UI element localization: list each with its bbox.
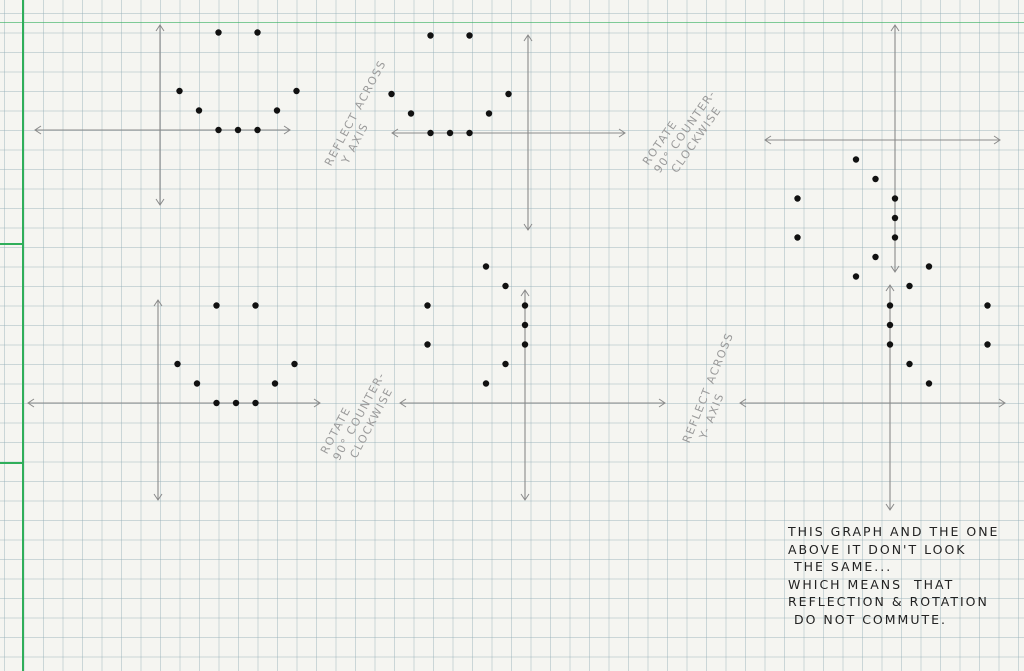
data-point (273, 107, 281, 114)
data-point (424, 341, 431, 348)
data-point (466, 129, 473, 137)
x-axis-arrow-icon (34, 125, 42, 135)
y-axis-arrow-icon (885, 284, 895, 292)
data-point (984, 341, 991, 348)
data-point (925, 380, 933, 387)
data-point (502, 360, 509, 368)
x-axis-arrow-icon (391, 128, 399, 138)
y-axis-arrow-icon (153, 299, 163, 307)
data-point (485, 110, 493, 117)
data-point (446, 129, 454, 137)
data-point (925, 263, 933, 270)
top-margin-line (0, 22, 1024, 23)
conclusion-line: WHICH MEANS THAT (788, 576, 955, 592)
data-point (271, 380, 279, 387)
data-point (427, 32, 434, 39)
x-axis-arrow-icon (993, 135, 1001, 145)
conclusion-line: DO NOT COMMUTE. (788, 611, 948, 627)
margin-line (22, 0, 24, 671)
x-axis-arrow-icon (658, 398, 666, 408)
y-axis-arrow-icon (153, 493, 163, 501)
y-axis-arrow-icon (520, 493, 530, 501)
data-point (505, 90, 512, 98)
x-axis-arrow-icon (283, 125, 291, 135)
data-point (891, 234, 899, 241)
y-axis-arrow-icon (155, 24, 165, 32)
data-point (291, 360, 298, 368)
data-point (195, 107, 203, 114)
data-point (254, 29, 261, 36)
data-point (521, 321, 529, 329)
data-point (213, 399, 220, 407)
x-axis-arrow-icon (313, 398, 321, 408)
x-axis-arrow-icon (998, 398, 1006, 408)
data-point (176, 87, 183, 95)
y-axis-arrow-icon (890, 265, 900, 273)
x-axis-arrow-icon (618, 128, 626, 138)
data-point (872, 175, 879, 183)
conclusion-line: REFLECTION & ROTATION (788, 594, 989, 609)
y-axis-arrow-icon (155, 198, 165, 206)
y-axis-arrow-icon (885, 503, 895, 511)
data-point (407, 110, 415, 117)
y-axis-arrow-icon (523, 223, 533, 231)
data-point (852, 156, 860, 163)
y-axis-arrow-icon (520, 289, 530, 297)
data-point (891, 195, 899, 202)
data-point (293, 87, 300, 95)
data-point (886, 321, 894, 329)
margin-tick (0, 243, 22, 245)
conclusion-line: THIS GRAPH AND THE ONE (788, 524, 1000, 539)
data-point (886, 302, 894, 309)
conclusion-note: THIS GRAPH AND THE ONE ABOVE IT DON'T LO… (788, 523, 999, 628)
data-point (388, 90, 395, 98)
x-axis-arrow-icon (27, 398, 35, 408)
data-point (466, 32, 473, 39)
data-point (482, 380, 490, 387)
y-axis-arrow-icon (890, 24, 900, 32)
data-point (906, 360, 913, 368)
data-point (521, 302, 529, 309)
data-point (232, 399, 240, 407)
conclusion-line: THE SAME... (788, 559, 893, 574)
data-point (252, 399, 259, 407)
data-point (427, 129, 434, 137)
data-point (482, 263, 490, 270)
data-point (252, 302, 259, 309)
data-point (794, 234, 801, 241)
x-axis-arrow-icon (739, 398, 747, 408)
data-point (193, 380, 201, 387)
conclusion-line: ABOVE IT DON'T LOOK (788, 541, 967, 557)
data-point (502, 282, 509, 290)
data-point (872, 253, 879, 261)
data-point (215, 29, 222, 36)
data-point (215, 126, 222, 134)
data-point (424, 302, 431, 309)
data-point (984, 302, 991, 309)
data-point (906, 282, 913, 290)
data-point (794, 195, 801, 202)
data-point (174, 360, 181, 368)
y-axis-arrow-icon (523, 34, 533, 42)
data-point (521, 341, 529, 348)
x-axis-arrow-icon (399, 398, 407, 408)
data-point (213, 302, 220, 309)
data-point (234, 126, 242, 134)
data-point (254, 126, 261, 134)
margin-tick (0, 462, 22, 464)
data-point (891, 214, 899, 222)
data-point (852, 273, 860, 280)
data-point (886, 341, 894, 348)
x-axis-arrow-icon (764, 135, 772, 145)
